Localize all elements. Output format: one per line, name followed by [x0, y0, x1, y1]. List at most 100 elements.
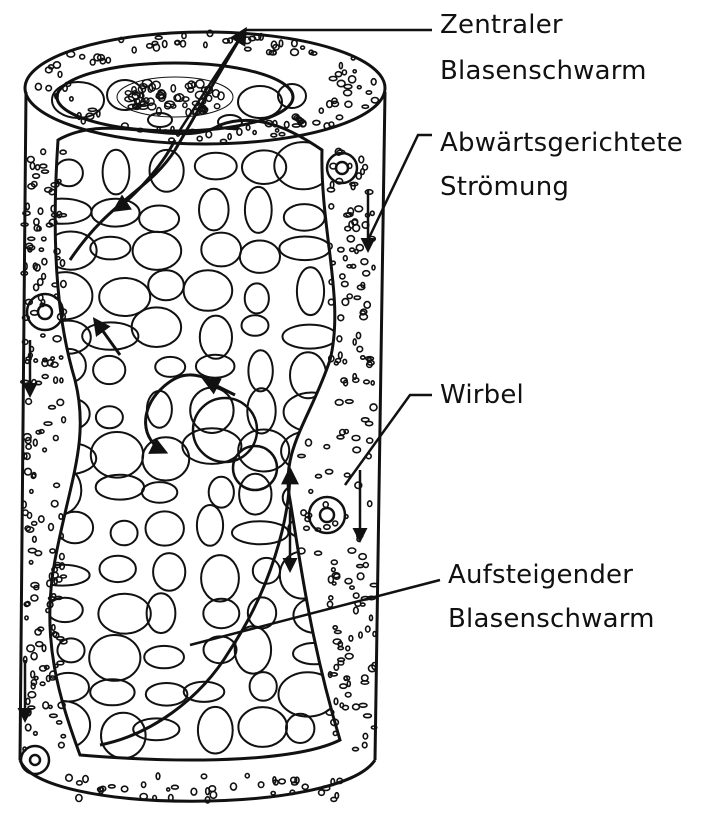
core-bubble — [41, 466, 82, 514]
annulus-bubble — [329, 596, 333, 600]
annulus-bubble — [340, 274, 345, 279]
annulus-bubble — [298, 454, 305, 457]
annulus-bubble — [338, 661, 344, 665]
core-bubble — [238, 707, 287, 747]
annulus-bubble — [329, 122, 334, 127]
annulus-bubble — [363, 165, 368, 170]
core-bubble — [103, 150, 130, 195]
core-bubble — [90, 679, 134, 705]
annulus-bubble — [42, 274, 46, 280]
annulus-bubble — [304, 526, 310, 530]
annulus-bubble — [28, 237, 35, 240]
annulus-bubble — [121, 786, 127, 792]
annulus-bubble — [345, 579, 352, 584]
annulus-bubble — [25, 616, 28, 620]
annulus-bubble — [59, 214, 66, 217]
annulus-bubble — [50, 714, 58, 717]
annulus-bubble — [323, 502, 328, 508]
annulus-bubble — [53, 62, 60, 68]
core-bubble — [147, 391, 172, 428]
annulus-bubble — [327, 601, 332, 607]
core-bubble — [93, 356, 125, 384]
annulus-bubble — [258, 782, 263, 788]
annulus-bubble — [346, 646, 350, 651]
annulus-bubble — [27, 157, 34, 163]
annulus-bubble — [279, 779, 286, 784]
annulus-bubble — [26, 444, 31, 449]
annulus-bubble — [338, 315, 344, 321]
annulus-bubble — [53, 436, 58, 441]
label-abwaerts-line2: Strömung — [440, 172, 569, 202]
annulus-bubble — [372, 265, 375, 270]
annulus-bubble — [163, 41, 167, 48]
annulus-bubble — [306, 439, 312, 446]
core-bubble — [148, 270, 184, 300]
annulus-bubble — [302, 784, 308, 789]
annulus-bubble — [41, 334, 45, 337]
annulus-bubble — [357, 573, 364, 580]
core-bubble — [111, 521, 138, 546]
annulus-bubble — [22, 501, 26, 508]
annulus-bubble — [28, 692, 36, 698]
annulus-bubble — [371, 98, 378, 103]
annulus-bubble — [363, 733, 367, 739]
annulus-bubble — [301, 510, 306, 516]
annulus-bubble — [316, 474, 322, 478]
annulus-bubble — [60, 260, 64, 267]
core-bubble — [239, 474, 271, 515]
annulus-bubble — [333, 521, 338, 526]
swarm-bubble — [152, 81, 160, 89]
annulus-bubble — [246, 125, 250, 130]
annulus-bubble — [363, 563, 368, 568]
annulus-bubble — [155, 36, 162, 39]
annulus-bubble — [301, 46, 305, 49]
annulus-bubble — [201, 774, 206, 779]
annulus-bubble — [353, 747, 359, 750]
core-bubble — [57, 638, 84, 662]
annulus-bubble — [36, 165, 40, 170]
core-bubble — [197, 505, 223, 546]
vortex-left — [27, 294, 63, 330]
annulus-bubble — [34, 732, 38, 736]
annulus-bubble — [29, 561, 32, 565]
annulus-bubble — [31, 671, 35, 678]
core-bubble — [184, 270, 233, 311]
annulus-bubble — [38, 208, 43, 214]
annulus-bubble — [253, 131, 256, 135]
annulus-bubble — [30, 490, 33, 494]
annulus-bubble — [337, 80, 345, 86]
core-bubble — [132, 307, 181, 347]
annulus-bubble — [345, 101, 352, 107]
annulus-bubble — [344, 90, 352, 96]
annulus-bubble — [61, 735, 65, 738]
annulus-bubble — [345, 226, 351, 230]
annulus-bubble — [357, 346, 363, 351]
core-bubble — [198, 707, 233, 754]
annulus-bubble — [35, 677, 38, 680]
annulus-bubble — [53, 632, 57, 637]
annulus-bubble — [301, 122, 305, 127]
core-bubble — [245, 187, 272, 233]
annulus-bubble — [51, 501, 58, 507]
annulus-bubble — [182, 33, 186, 38]
annulus-bubble — [349, 636, 353, 641]
annulus-bubble — [284, 122, 289, 128]
annulus-bubble — [271, 792, 275, 795]
annulus-bubble — [339, 352, 343, 359]
annulus-bubble — [373, 632, 376, 637]
label-abwaerts-line1: Abwärtsgerichtete — [440, 128, 683, 158]
core-bubble — [245, 283, 269, 313]
label-aufsteigend-line1: Aufsteigender — [448, 560, 633, 590]
annulus-bubble — [80, 55, 85, 59]
annulus-bubble — [33, 536, 37, 542]
core-bubble — [248, 350, 272, 391]
annulus-bubble — [370, 211, 374, 215]
annulus-bubble — [347, 236, 354, 242]
annulus-bubble — [52, 594, 56, 598]
annulus-bubble — [54, 483, 60, 487]
annulus-bubble — [210, 792, 216, 799]
annulus-bubble — [209, 786, 216, 792]
annulus-bubble — [39, 516, 44, 522]
annulus-bubble — [34, 359, 38, 362]
annulus-bubble — [31, 680, 36, 686]
